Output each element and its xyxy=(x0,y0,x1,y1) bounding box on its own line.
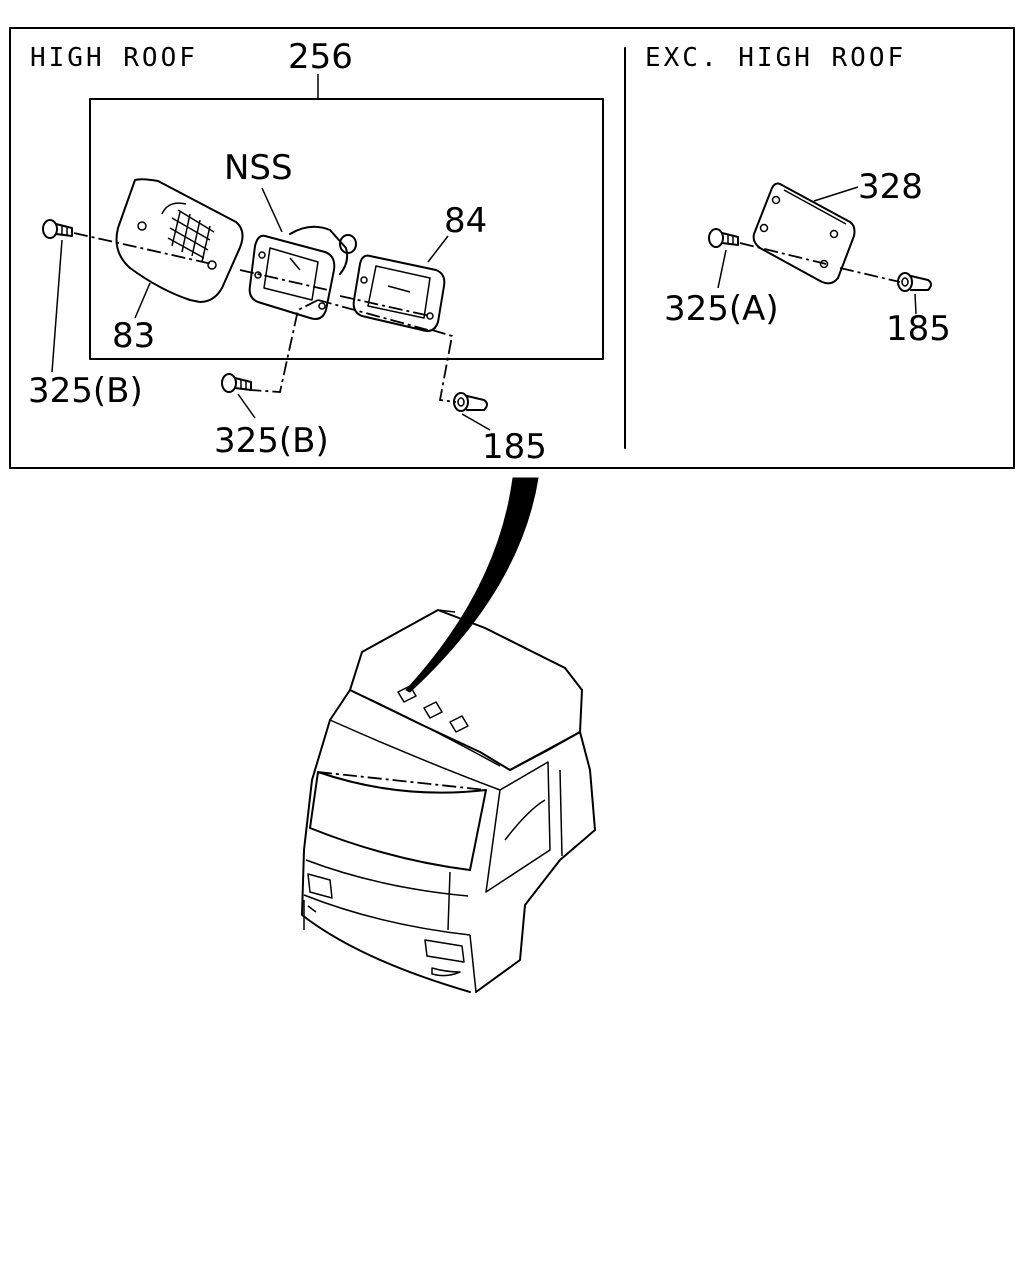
section-title-high-roof: HIGH ROOF xyxy=(30,43,198,73)
location-leader xyxy=(405,477,539,693)
callout-185-right: 185 xyxy=(886,309,951,349)
part-83-lens xyxy=(115,178,244,303)
screw-325b-bottom xyxy=(221,373,252,393)
callout-nss: NSS xyxy=(224,148,293,188)
diagram-frame xyxy=(9,27,1015,469)
callout-185-left: 185 xyxy=(482,427,547,467)
truck-cab xyxy=(301,609,596,993)
callout-328: 328 xyxy=(858,167,923,207)
part-328-plate xyxy=(752,182,856,285)
clip-185-left xyxy=(453,392,488,412)
callout-256: 256 xyxy=(288,37,353,77)
section-title-exc-high-roof: EXC. HIGH ROOF xyxy=(645,43,906,73)
part-84-bracket xyxy=(352,254,446,332)
callout-325b-top: 325(B) xyxy=(28,371,143,411)
screw-325a xyxy=(708,228,739,248)
callout-325a: 325(A) xyxy=(664,289,779,329)
clip-185-right xyxy=(897,272,932,292)
nss-lamp-housing xyxy=(248,225,357,320)
callout-325b-bottom: 325(B) xyxy=(214,421,329,461)
callout-84: 84 xyxy=(444,201,487,241)
screw-325b-top xyxy=(42,219,73,239)
callout-83: 83 xyxy=(112,316,155,356)
assembly-256-box xyxy=(89,98,604,360)
